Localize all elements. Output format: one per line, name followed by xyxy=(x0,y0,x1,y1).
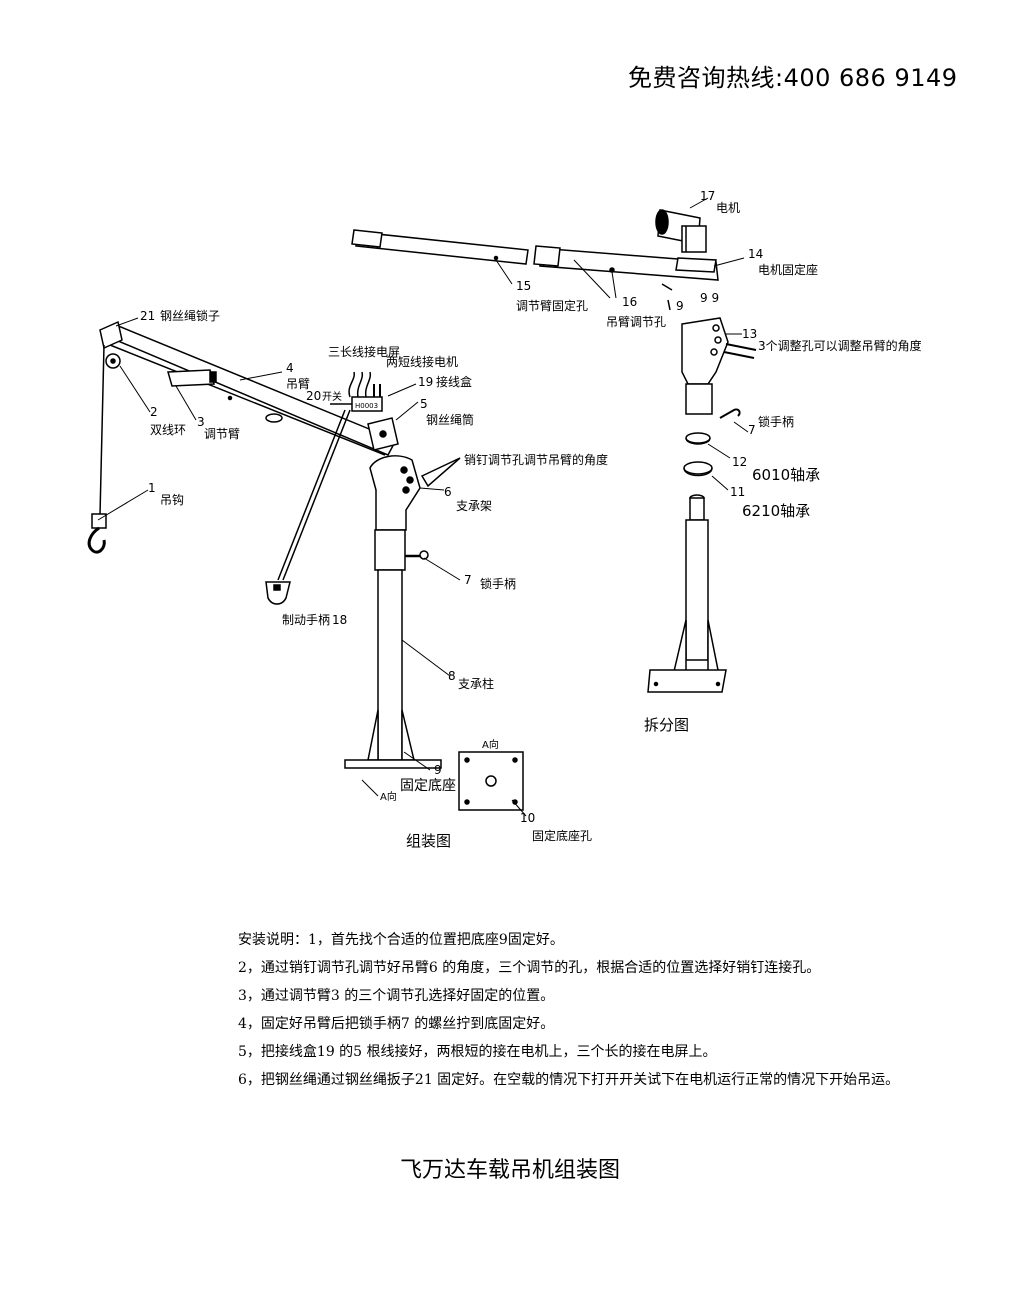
label-13-num: 13 xyxy=(742,327,757,341)
label-2-num: 2 xyxy=(150,405,158,419)
label-2-text: 双线环 xyxy=(150,423,186,437)
label-9-num: 9 xyxy=(434,763,442,777)
note-2: 2，通过销钉调节孔调节好吊臂6 的角度，三个调节的孔，根据合适的位置选择好销钉连… xyxy=(238,960,821,976)
note-3: 3，通过调节臂3 的三个调节孔选择好固定的位置。 xyxy=(238,988,555,1004)
label-three-long-wires: 三长线接电屏 xyxy=(328,344,400,359)
motor xyxy=(655,209,707,253)
hook xyxy=(87,513,107,554)
label-8-num: 8 xyxy=(448,669,456,683)
label-two-short-wires: 两短线接电机 xyxy=(386,354,458,369)
label-13-text: 3个调整孔可以调整吊臂的角度 xyxy=(758,338,922,353)
label-1-num: 1 xyxy=(148,481,156,495)
label-11-text: 6210轴承 xyxy=(742,502,810,520)
note-4: 4，固定好吊臂后把锁手柄7 的螺丝拧到底固定好。 xyxy=(238,1016,555,1032)
label-5-num: 5 xyxy=(420,397,428,411)
label-19-num: 19 xyxy=(418,375,433,389)
assembled-crane-drawing xyxy=(87,317,527,817)
label-19-text: 接线盒 xyxy=(436,374,472,389)
installation-notes: 安装说明：1，首先找个合适的位置把底座9固定好。 2，通过销钉调节孔调节好吊臂6… xyxy=(238,926,899,1094)
label-15-num: 15 xyxy=(516,279,531,293)
label-18-num: 18 xyxy=(332,613,347,627)
label-7-text: 锁手柄 xyxy=(480,576,516,591)
label-20-text: 开关 xyxy=(322,390,342,403)
direction-a-bottom: A向 xyxy=(380,790,397,803)
label-14-num: 14 xyxy=(748,247,763,261)
wire-rope xyxy=(99,344,105,516)
adjust-arm xyxy=(167,369,215,387)
note-5: 5，把接线盒19 的5 根线接好，两根短的接在电机上，三个长的接在电屏上。 xyxy=(238,1044,717,1060)
hotline-text: 免费咨询热线:400 686 9149 xyxy=(628,64,958,92)
label-16-num: 16 xyxy=(622,295,637,309)
label-7b-num: 7 xyxy=(748,423,756,437)
page-title: 飞万达车载吊机组装图 xyxy=(400,1158,621,1183)
label-14-text: 电机固定座 xyxy=(758,262,818,277)
label-3-num: 3 xyxy=(197,415,205,429)
switch-box-text: H0003 xyxy=(355,402,378,410)
label-5-text: 钢丝绳筒 xyxy=(426,412,474,427)
label-15-text: 调节臂固定孔 xyxy=(516,298,588,313)
label-4-text: 吊臂 xyxy=(286,377,310,391)
label-3-text: 调节臂 xyxy=(204,427,240,441)
label-8-text: 支承柱 xyxy=(458,676,494,691)
exploded-caption: 拆分图 xyxy=(644,716,689,734)
label-7-num: 7 xyxy=(464,573,472,587)
label-20-num: 20 xyxy=(306,389,321,403)
label-18-text: 制动手柄 xyxy=(282,613,330,627)
label-1-text: 吊钩 xyxy=(160,493,184,507)
label-21-text: 钢丝绳锁子 xyxy=(160,308,220,323)
brake-handle xyxy=(265,581,291,605)
label-12-text: 6010轴承 xyxy=(752,466,820,484)
support-column xyxy=(377,569,403,761)
bearing-6210 xyxy=(683,461,713,475)
label-11-num: 11 xyxy=(730,485,745,499)
note-6: 6，把钢丝绳通过钢丝绳扳子21 固定好。在空载的情况下打开开关试下在电机运行正常… xyxy=(238,1072,900,1088)
bearing-6010 xyxy=(685,432,711,444)
pulley xyxy=(105,353,121,369)
small-mark-9: 9 xyxy=(676,299,684,313)
label-10-num: 10 xyxy=(520,811,535,825)
label-10-text: 固定底座孔 xyxy=(532,828,592,843)
label-21-num: 21 xyxy=(140,309,155,323)
label-pin-holes: 销钉调节孔调节吊臂的角度 xyxy=(464,452,608,467)
label-16-text: 吊臂调节孔 xyxy=(606,315,666,329)
small-mark-99: 9 9 xyxy=(700,291,719,305)
direction-a-plate: A向 xyxy=(482,738,499,751)
sleeve xyxy=(374,529,406,571)
exploded-crane-drawing xyxy=(351,197,757,693)
label-4-num: 4 xyxy=(286,361,294,375)
base-plate xyxy=(344,759,442,769)
label-17-num: 17 xyxy=(700,189,715,203)
support-frame-part xyxy=(681,317,729,385)
note-1: 安装说明：1，首先找个合适的位置把底座9固定好。 xyxy=(238,932,564,948)
support-frame xyxy=(369,455,421,531)
label-17-text: 电机 xyxy=(716,201,740,215)
label-6-num: 6 xyxy=(444,485,452,499)
label-12-num: 12 xyxy=(732,455,747,469)
label-9-text: 固定底座 xyxy=(400,778,456,794)
column-part xyxy=(685,519,709,661)
label-6-text: 支承架 xyxy=(456,499,492,513)
assembled-caption: 组装图 xyxy=(406,832,451,850)
label-7b-text: 锁手柄 xyxy=(758,414,794,429)
